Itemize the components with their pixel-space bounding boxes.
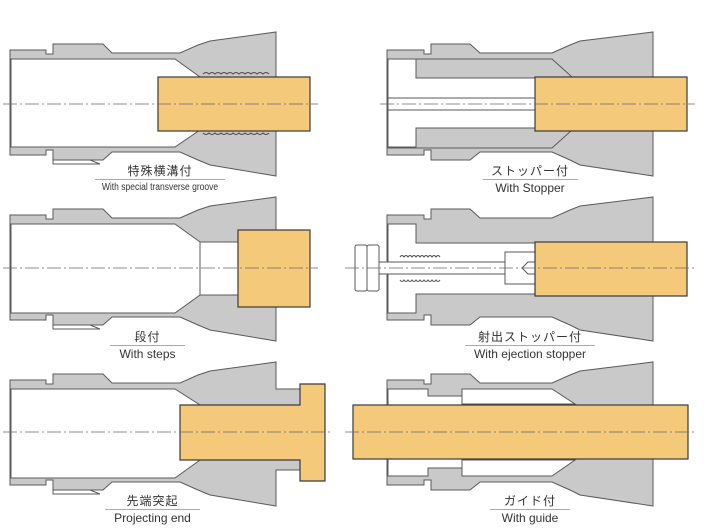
collet-bore: [10, 388, 201, 479]
spring-bottom-icon: [399, 279, 441, 282]
workpiece: [237, 229, 311, 308]
diagram-steps: [3, 196, 318, 342]
label-jp: ガイド付: [503, 494, 556, 508]
key-slot: [52, 324, 101, 330]
label-rule: [105, 509, 200, 510]
diagram-stopper: [380, 31, 695, 177]
label-rule: [490, 509, 570, 510]
diagram-ejection-stopper: [345, 196, 695, 342]
step-bore: [199, 241, 241, 296]
spring-top-icon: [399, 255, 441, 258]
label-steps: 段付 With steps: [60, 330, 235, 361]
label-jp: ストッパー付: [490, 164, 569, 178]
label-rule: [482, 179, 578, 180]
diagram-projecting-end: [3, 361, 330, 507]
transverse-groove-bottom: [202, 132, 270, 135]
workpiece: [179, 383, 326, 482]
label-projecting-end: 先端突起 Projecting end: [60, 494, 245, 525]
label-en: With ejection stopper: [473, 347, 587, 361]
workpiece: [534, 241, 688, 297]
label-en: With Stopper: [495, 181, 565, 195]
label-en: With special transverse groove: [101, 182, 219, 193]
label-en: Projecting end: [114, 511, 191, 525]
label-jp: 特殊横溝付: [127, 164, 193, 178]
transverse-groove-top: [202, 72, 270, 75]
label-guide: ガイド付 With guide: [430, 494, 630, 525]
label-rule: [95, 179, 225, 180]
collet-bore: [10, 223, 201, 314]
label-special-groove: 特殊横溝付 With special transverse groove: [60, 164, 260, 195]
label-rule: [110, 345, 185, 346]
label-jp: 段付: [134, 330, 161, 344]
guide-gap-top: [461, 388, 577, 405]
label-en: With steps: [119, 347, 176, 361]
label-en: With guide: [501, 511, 559, 525]
label-jp: 先端突起: [126, 494, 179, 508]
label-jp: 射出ストッパー付: [477, 330, 582, 344]
diagram-guide: [345, 361, 695, 507]
key-slot: [52, 159, 101, 165]
diagram-special-groove: [3, 31, 318, 177]
label-ejection-stopper: 射出ストッパー付 With ejection stopper: [430, 330, 630, 361]
key-slot: [52, 489, 101, 495]
label-rule: [465, 345, 595, 346]
guide-gap-bottom: [461, 459, 577, 477]
label-stopper: ストッパー付 With Stopper: [430, 164, 630, 195]
